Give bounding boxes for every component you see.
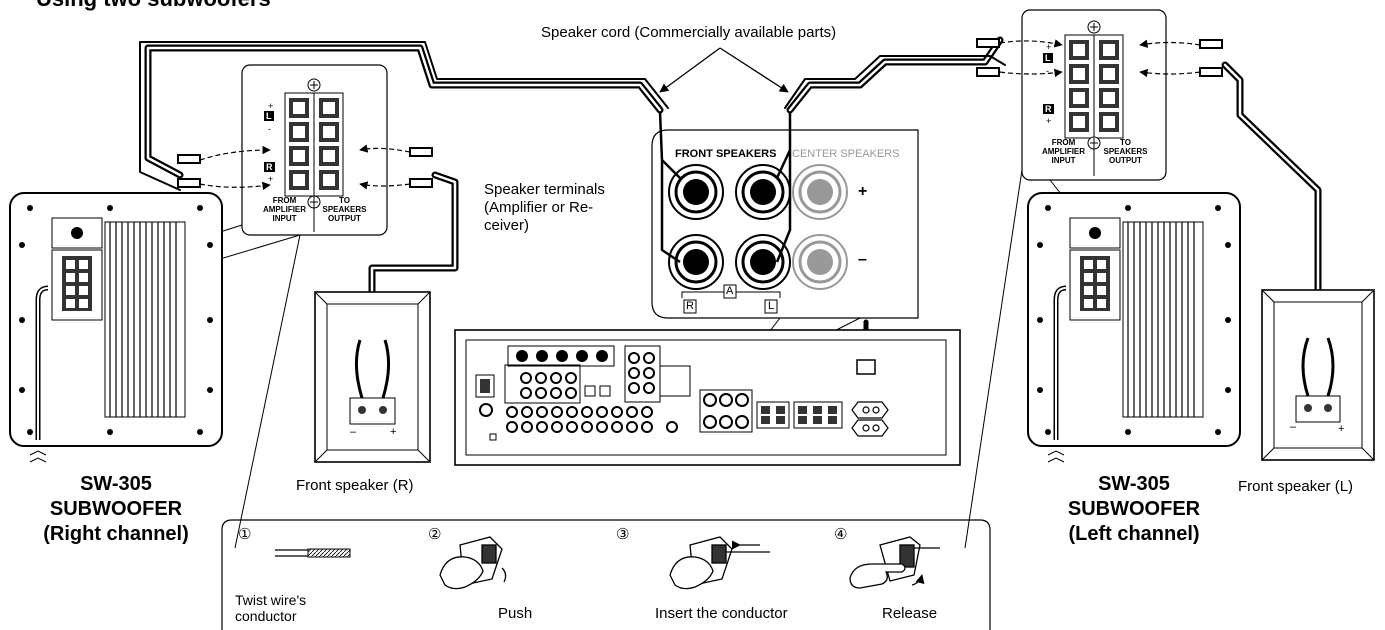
front-speaker-left-label: Front speaker (L) (1238, 478, 1354, 495)
amp-tag-l: L (768, 300, 775, 312)
block-r-channel-l: L (264, 111, 274, 122)
block-r-channel-r: R (264, 162, 275, 173)
step-1-label: Twist wire's conductor (235, 592, 307, 625)
amplifier-terminal-panel (651, 111, 919, 319)
hand-insert-icon (669, 536, 770, 590)
step-3-number: ③ (616, 526, 630, 543)
step-2-label: Push (498, 605, 533, 622)
terminal-block-left-sub (1021, 9, 1167, 181)
block-r-minus-top: - (268, 124, 271, 134)
subwoofer-left-channel-icon (1027, 192, 1241, 463)
wire-icon (275, 548, 351, 558)
amp-tag-r: R (686, 300, 694, 312)
block-l-minus-top: - (1046, 66, 1049, 76)
center-speaker-jack-minus (792, 234, 848, 290)
step-1-number: ① (238, 526, 252, 543)
subwoofer-right-channel-icon (9, 192, 223, 463)
block-l-plus-bottom: + (1046, 116, 1052, 126)
front-speaker-jack-r-minus (668, 234, 724, 290)
front-speaker-left-icon: – + (1261, 289, 1375, 461)
svg-text:–: – (1290, 421, 1297, 433)
speaker-terminals-label-2: (Amplifier or Re- (484, 199, 594, 216)
step-2-number: ② (428, 526, 442, 543)
svg-text:+: + (390, 426, 396, 438)
receiver-rear-panel-icon (454, 329, 961, 466)
block-l-plus-top: + (1046, 42, 1052, 52)
front-speaker-jack-l-plus (735, 164, 791, 220)
block-r-plus-top: + (268, 101, 274, 111)
amp-minus-label: – (858, 251, 867, 268)
speaker-terminals-label-3: ceiver) (484, 217, 530, 234)
step-4-label: Release (882, 605, 938, 622)
speaker-terminals-label-1: Speaker terminals (484, 181, 605, 198)
steps-panel (221, 519, 991, 630)
step-3-label: Insert the conductor (655, 605, 788, 622)
speaker-cord-label: Speaker cord (Commercially available par… (541, 24, 837, 41)
terminal-block-right-sub (241, 64, 388, 236)
front-speakers-label: FRONT SPEAKERS (675, 148, 777, 160)
front-speaker-right-label: Front speaker (R) (296, 477, 414, 494)
block-l-channel-l: L (1043, 53, 1053, 64)
hand-release-icon (849, 536, 940, 589)
front-speaker-jack-l-minus (735, 234, 791, 290)
amp-plus-label: + (858, 183, 868, 200)
center-speaker-jack-plus (792, 164, 848, 220)
step-4-number: ④ (834, 526, 848, 543)
hand-push-icon (439, 536, 507, 590)
block-r-plus-bottom: + (268, 174, 274, 184)
block-l-channel-r: R (1043, 104, 1054, 115)
center-speakers-label: CENTER SPEAKERS (792, 148, 900, 160)
front-speaker-jack-r-plus (668, 164, 724, 220)
svg-text:–: – (350, 426, 357, 438)
page-title: Using two subwoofers (36, 0, 271, 11)
front-speaker-right-icon: – + (314, 291, 431, 463)
amp-tag-a: A (726, 285, 734, 297)
svg-text:+: + (1338, 423, 1344, 435)
speaker-cord-pointer (659, 47, 789, 93)
